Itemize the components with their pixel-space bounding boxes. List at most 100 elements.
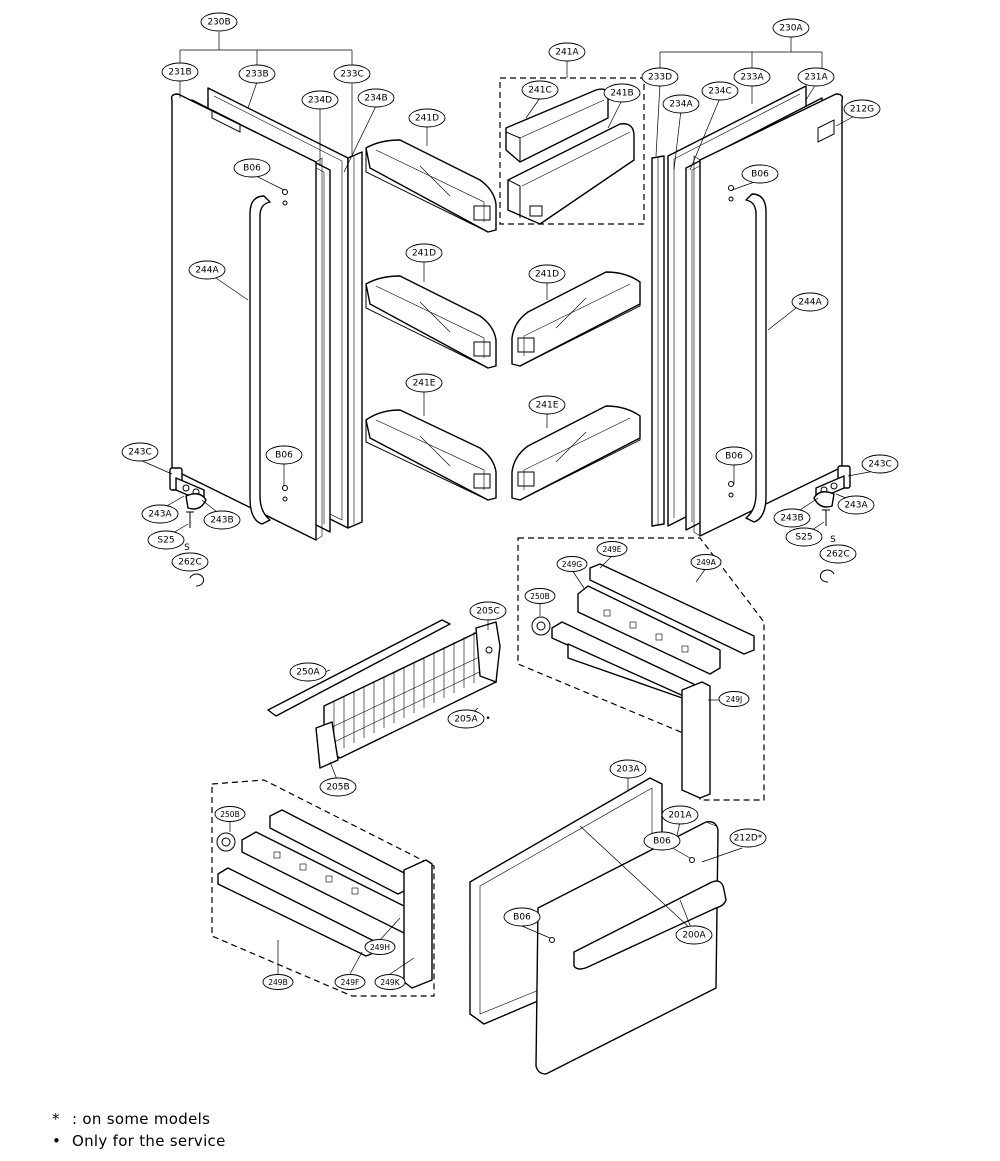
part-label-249j: 249J	[718, 691, 750, 707]
part-label-oval	[147, 530, 185, 550]
part-label-250b-b: 250B	[214, 806, 246, 822]
part-label-oval	[469, 601, 507, 621]
service-bullet-205A: •	[485, 714, 490, 724]
part-label-text: S25	[795, 533, 812, 543]
legend-bullet: • Only for the service	[52, 1132, 226, 1150]
legend-asterisk-text: : on some models	[72, 1110, 211, 1128]
part-label-text: 249G	[562, 560, 582, 569]
part-label-text: 241D	[412, 249, 436, 259]
part-label-text: 249B	[268, 978, 287, 987]
left-door-assembly	[169, 87, 363, 587]
part-label-250b-a: 250B	[524, 588, 556, 604]
part-label-text: 230B	[207, 18, 230, 28]
part-label-text: 243C	[868, 460, 891, 470]
legend-bullet-text: Only for the service	[72, 1132, 226, 1150]
part-label-text: 230A	[779, 24, 803, 34]
part-label-text: 234A	[669, 100, 693, 110]
part-label-text: 241B	[610, 89, 633, 99]
part-label-b06-c: B06	[265, 445, 303, 465]
part-label-oval	[715, 446, 753, 466]
part-label-oval	[203, 510, 241, 530]
part-label-text: 200A	[682, 931, 706, 941]
part-label-text: 205C	[476, 607, 499, 617]
part-label-s25-r: S25	[785, 527, 823, 547]
part-label-text: 249H	[370, 943, 390, 952]
part-label-233d: 233D	[641, 67, 679, 87]
part-label-oval	[200, 12, 238, 32]
part-label-234d: 234D	[301, 90, 339, 110]
part-label-oval	[690, 554, 722, 570]
legend-asterisk: *: on some models	[52, 1110, 210, 1128]
s-mark-left: S	[184, 543, 190, 553]
part-label-text: 212G	[850, 105, 874, 115]
part-label-oval	[408, 108, 446, 128]
part-label-oval	[548, 42, 586, 62]
part-label-text: B06	[653, 837, 671, 847]
part-label-oval	[238, 64, 276, 84]
part-label-text: 205A	[454, 715, 478, 725]
part-label-231b: 231B	[161, 62, 199, 82]
group-249B	[211, 779, 435, 997]
part-label-243a-r: 243A	[837, 495, 875, 515]
part-label-oval	[188, 260, 226, 280]
part-label-241c: 241C	[521, 80, 559, 100]
part-label-205b: 205B	[319, 777, 357, 797]
part-label-text: 244A	[195, 266, 219, 276]
part-label-241b: 241B	[603, 83, 641, 103]
part-label-text: 249A	[696, 558, 716, 567]
part-label-201a: 201A	[661, 805, 699, 825]
part-label-oval	[528, 395, 566, 415]
part-label-241d-b: 241D	[405, 243, 443, 263]
part-label-text: 241E	[413, 379, 436, 389]
part-label-text: 233B	[245, 70, 268, 80]
part-label-oval	[741, 164, 779, 184]
part-label-text: 241A	[555, 48, 579, 58]
part-label-text: 201A	[668, 811, 692, 821]
part-label-text: B06	[275, 451, 293, 461]
part-label-230a: 230A	[772, 18, 810, 38]
part-label-262c-l: 262C	[171, 552, 209, 572]
part-label-text: 234C	[708, 87, 731, 97]
part-label-text: 243C	[128, 448, 151, 458]
part-label-oval	[641, 67, 679, 87]
part-label-b06-a: B06	[233, 158, 271, 178]
part-label-text: 250B	[220, 810, 239, 819]
part-label-244a-l: 244A	[188, 260, 226, 280]
part-label-text: 234D	[308, 96, 332, 106]
part-label-oval	[233, 158, 271, 178]
group-241A	[499, 77, 645, 225]
part-label-oval	[718, 691, 750, 707]
part-label-241d-a: 241D	[408, 108, 446, 128]
part-label-oval	[374, 974, 406, 990]
part-label-oval	[141, 504, 179, 524]
part-label-text: 244A	[798, 298, 822, 308]
part-label-text: 243A	[148, 510, 172, 520]
door-bins	[365, 139, 641, 501]
part-label-text: 241E	[536, 401, 559, 411]
part-label-oval	[405, 373, 443, 393]
part-label-oval	[319, 777, 357, 797]
part-label-oval	[521, 80, 559, 100]
part-label-oval	[262, 974, 294, 990]
part-label-oval	[772, 18, 810, 38]
part-label-text: 249E	[602, 545, 621, 554]
part-label-241d-c: 241D	[528, 264, 566, 284]
part-label-text: B06	[243, 164, 261, 174]
basket-205	[267, 619, 501, 769]
part-label-b06-b: B06	[741, 164, 779, 184]
part-label-241a: 241A	[548, 42, 586, 62]
part-label-200a: 200A	[675, 925, 713, 945]
part-label-205a: 205A	[447, 709, 485, 729]
part-label-text: S25	[157, 536, 174, 546]
part-label-243c-r: 243C	[861, 454, 899, 474]
part-label-text: 231A	[804, 73, 828, 83]
part-label-oval	[161, 62, 199, 82]
part-label-250a: 250A	[289, 662, 327, 682]
legend-bullet-symbol: •	[52, 1132, 62, 1150]
part-label-text: 250B	[530, 592, 549, 601]
part-label-243c-l: 243C	[121, 442, 159, 462]
part-label-oval	[797, 67, 835, 87]
part-label-oval	[121, 442, 159, 462]
